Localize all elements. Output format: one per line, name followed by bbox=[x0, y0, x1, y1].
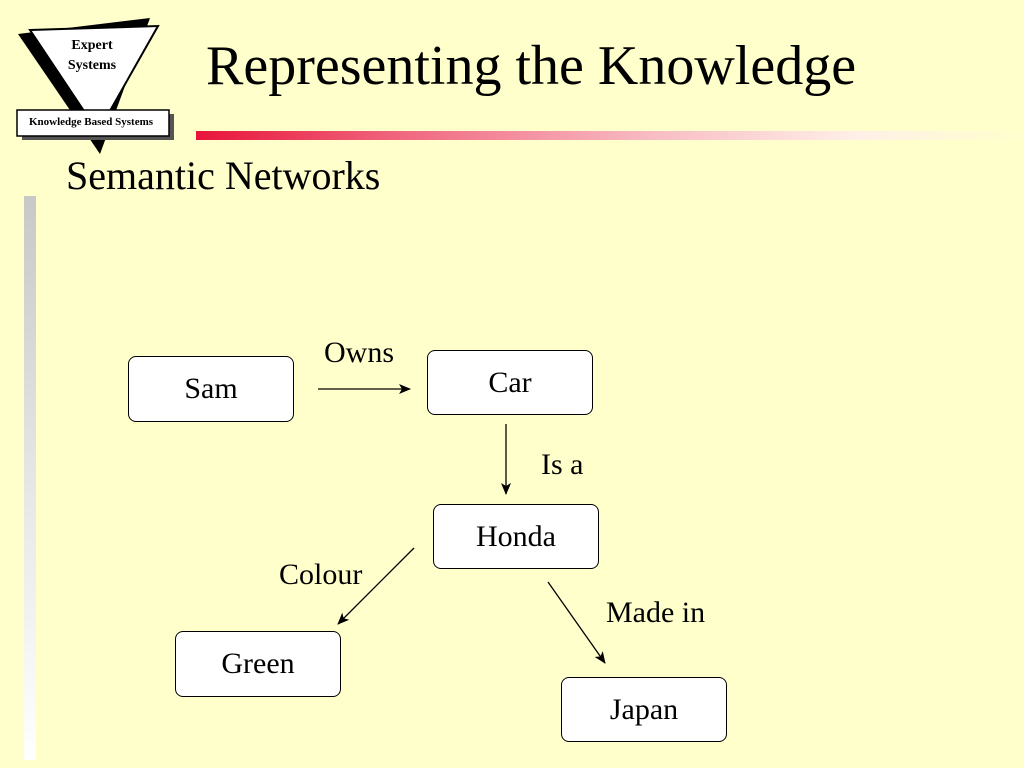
node-honda: Honda bbox=[433, 504, 599, 569]
logo-triangle-icon bbox=[16, 18, 174, 154]
title-underline bbox=[196, 131, 1024, 140]
page-title: Representing the Knowledge bbox=[206, 35, 857, 97]
node-japan: Japan bbox=[561, 677, 727, 742]
logo-banner-text: Knowledge Based Systems bbox=[28, 116, 154, 128]
edge-label-colour: Colour bbox=[279, 558, 363, 591]
logo-text-expert: Expert bbox=[71, 38, 113, 53]
edge-label-owns: Owns bbox=[324, 336, 395, 369]
edge-label-is-a: Is a bbox=[541, 448, 584, 481]
logo-text-systems: Systems bbox=[67, 58, 117, 73]
expert-systems-logo: Expert Systems Knowledge Based Systems bbox=[14, 14, 190, 158]
section-heading: Semantic Networks bbox=[66, 153, 381, 198]
node-car: Car bbox=[427, 350, 593, 415]
edge-made-in-arrow bbox=[547, 581, 606, 664]
node-sam: Sam bbox=[128, 356, 294, 422]
left-decorative-bar bbox=[24, 196, 36, 760]
node-green: Green bbox=[175, 631, 341, 697]
edge-colour-arrow bbox=[337, 547, 415, 625]
edge-label-made-in: Made in bbox=[606, 596, 706, 629]
